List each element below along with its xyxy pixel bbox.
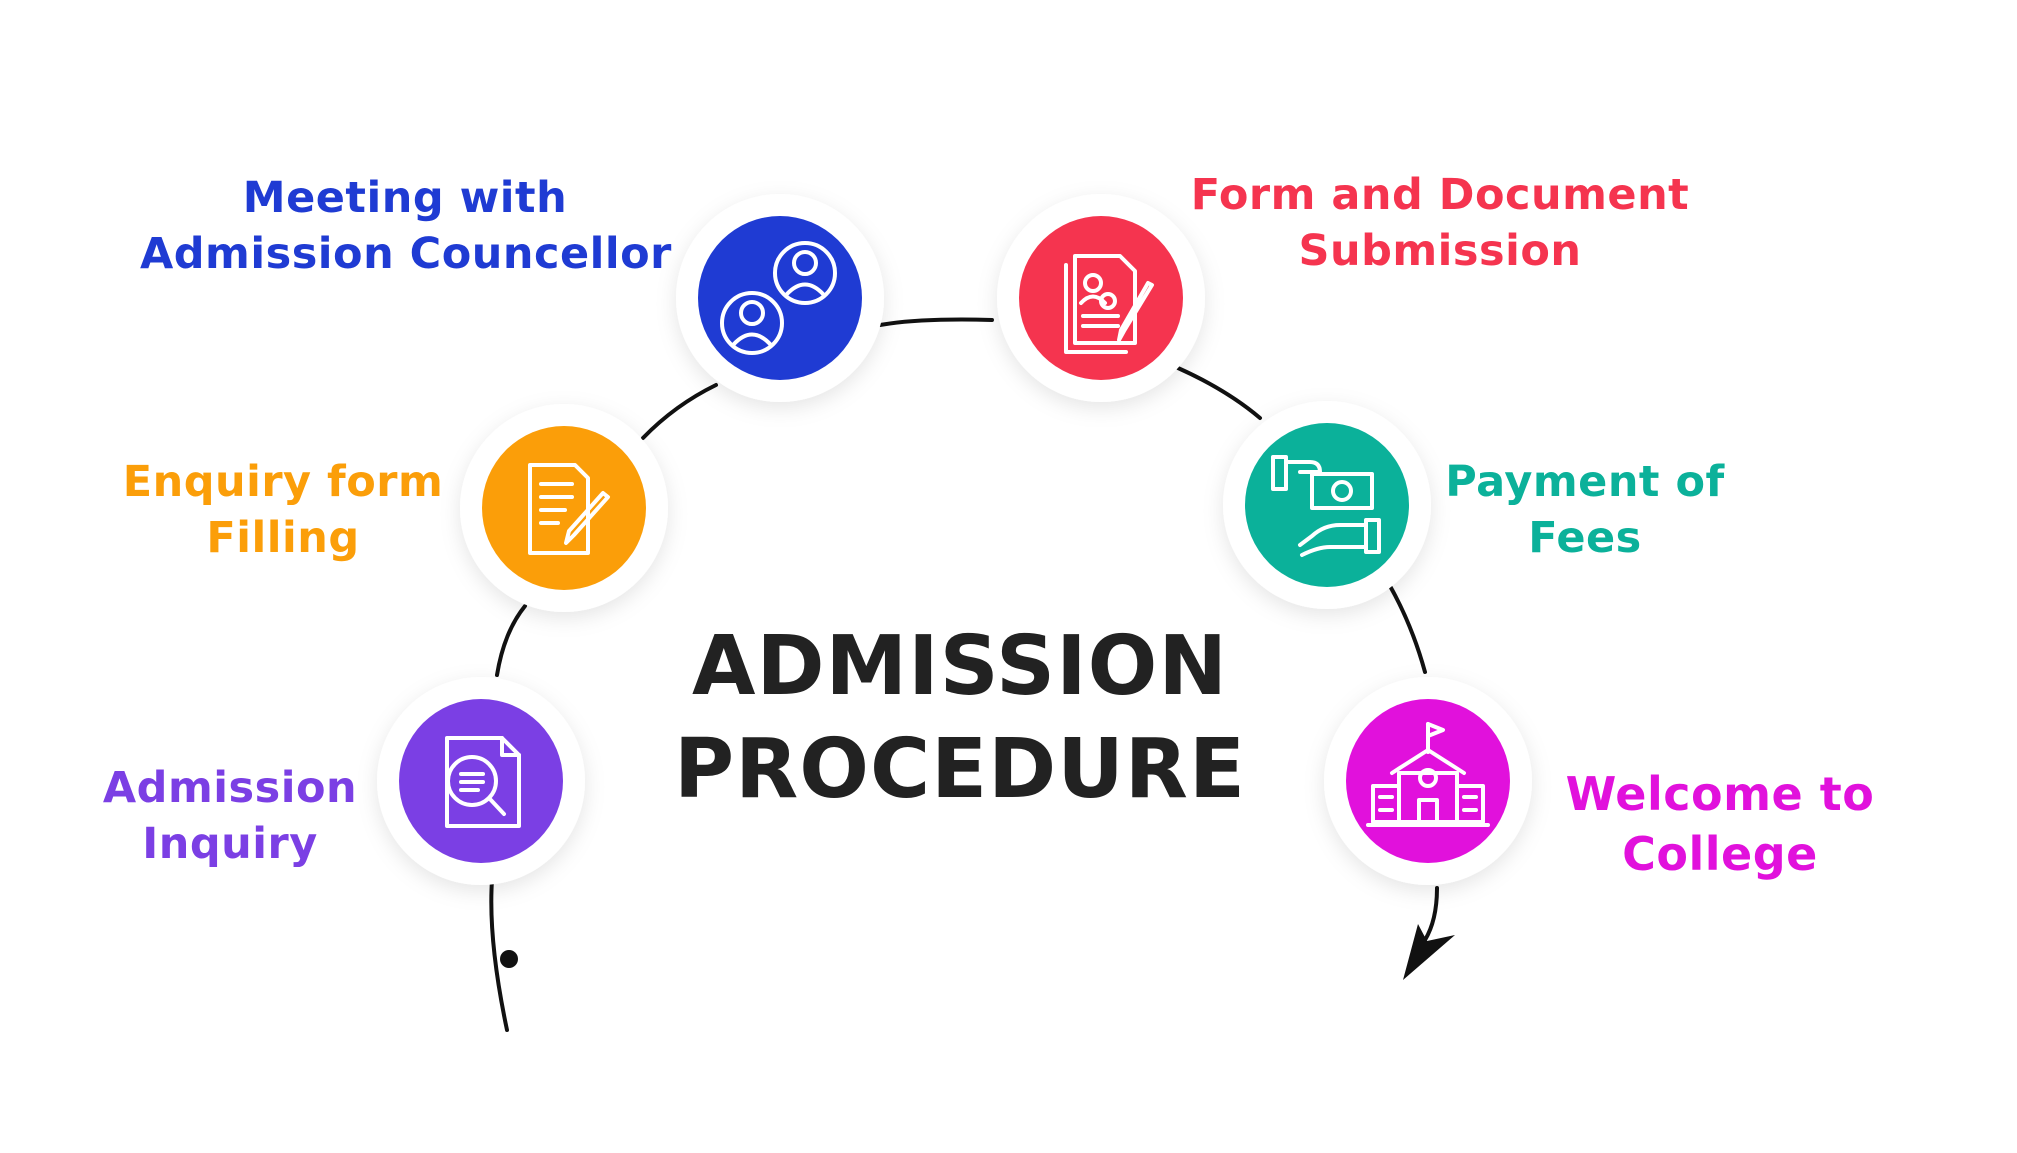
connector-segment [489, 878, 509, 1032]
step-label-line: Fees [1528, 513, 1642, 563]
hand-money-icon [1271, 455, 1381, 557]
connector-segment [1423, 886, 1439, 942]
step-label-line: Inquiry [142, 819, 318, 869]
title-line-1: ADMISSION [692, 619, 1228, 714]
connector-end-arrow [1403, 924, 1455, 980]
step-label-line: Form and Document [1190, 170, 1690, 220]
connector-segment [1176, 366, 1262, 420]
step-badge [698, 216, 862, 380]
connector-start-dot [500, 950, 518, 968]
step-payment-of-fees [1223, 401, 1431, 609]
step-label-line: Meeting with [242, 173, 568, 223]
college-building-icon [1366, 722, 1490, 827]
step-label-enquiry-form-filling: Enquiry form Filling [113, 454, 453, 566]
connector-segment [641, 383, 718, 440]
step-label-line: Submission [1298, 226, 1582, 276]
step-badge [1245, 423, 1409, 587]
step-label-meeting-with-admission-councellor: Meeting with Admission Councellor [140, 170, 672, 282]
step-welcome-to-college [1324, 677, 1532, 885]
step-form-and-document-submission [997, 194, 1205, 402]
step-label-line: Enquiry form [122, 457, 444, 507]
step-label-payment-of-fees: Payment of Fees [1430, 454, 1740, 566]
step-label-line: College [1622, 827, 1818, 881]
step-label-line: Admission [102, 763, 358, 813]
connector-arc [489, 317, 1439, 1032]
connector-segment [495, 604, 527, 677]
connector-segment [878, 317, 994, 327]
connector-segment [1388, 584, 1427, 674]
step-label-form-and-document-submission: Form and Document Submission [1180, 167, 1700, 279]
step-enquiry-form-filling [460, 404, 668, 612]
two-users-icon [720, 241, 837, 355]
step-label-line: Admission Councellor [140, 229, 672, 279]
step-meeting-with-admission-councellor [676, 194, 884, 402]
step-label-admission-inquiry: Admission Inquiry [70, 760, 390, 872]
step-label-line: Filling [206, 513, 360, 563]
form-pencil-icon [528, 463, 610, 555]
title-line-2: PROCEDURE [674, 722, 1246, 817]
document-magnifier-icon [445, 736, 521, 828]
step-label-line: Welcome to [1565, 767, 1875, 821]
step-label-line: Payment of [1445, 457, 1725, 507]
diagram-title: ADMISSION PROCEDURE [560, 615, 1360, 821]
step-admission-inquiry [377, 677, 585, 885]
step-label-welcome-to-college: Welcome to College [1540, 764, 1900, 884]
document-signing-icon [1064, 254, 1154, 354]
